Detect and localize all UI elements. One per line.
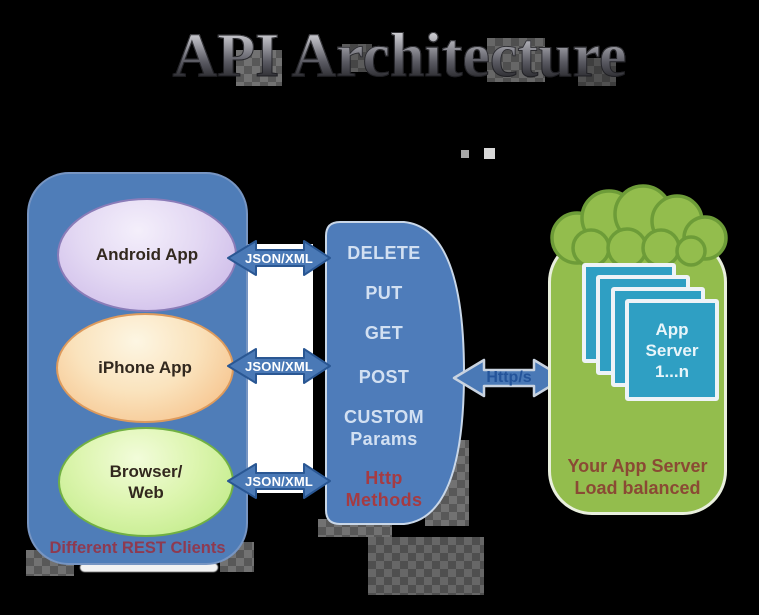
- artifact-dot: [461, 150, 469, 158]
- method-put: PUT: [365, 283, 403, 303]
- http-methods-caption-line2: Methods: [345, 490, 423, 510]
- checker-artifact: [236, 50, 282, 86]
- checker-artifact: [342, 44, 372, 72]
- checker-artifact: [487, 38, 545, 82]
- rest-clients-caption: Different REST Clients: [49, 539, 226, 557]
- artifact-dot: [484, 148, 495, 159]
- http-methods-caption-line1: Http: [365, 468, 403, 488]
- android-app-node: Android App: [57, 198, 237, 312]
- json-xml-label-bottom: JSON/XML: [244, 474, 314, 489]
- https-label: Http/s: [486, 369, 532, 386]
- server-card-front: App Server 1...n: [625, 299, 719, 401]
- page-title: API Architecture: [0, 23, 759, 89]
- app-server-card-label: App Server 1...n: [645, 319, 699, 381]
- shadow-strip: [80, 563, 218, 572]
- cloud-shape: [550, 184, 728, 269]
- method-params: Params: [350, 429, 418, 449]
- method-get: GET: [364, 323, 404, 343]
- method-post: POST: [358, 367, 410, 387]
- json-xml-label-top: JSON/XML: [244, 251, 314, 266]
- method-custom: CUSTOM: [343, 407, 425, 427]
- json-xml-arrow-bottom: [227, 463, 331, 499]
- browser-web-label: Browser/ Web: [109, 461, 183, 502]
- iphone-app-label: iPhone App: [98, 358, 192, 378]
- checker-artifact: [578, 58, 616, 86]
- json-xml-arrow-top: [227, 240, 331, 276]
- app-server-caption: Your App Server Load balanced: [567, 456, 708, 498]
- android-app-label: Android App: [95, 245, 199, 265]
- method-delete: DELETE: [347, 243, 421, 263]
- browser-web-node: Browser/ Web: [58, 427, 234, 537]
- iphone-app-node: iPhone App: [56, 313, 234, 423]
- checker-artifact: [368, 537, 484, 595]
- json-xml-arrow-middle: [227, 348, 331, 384]
- json-xml-label-middle: JSON/XML: [244, 359, 314, 374]
